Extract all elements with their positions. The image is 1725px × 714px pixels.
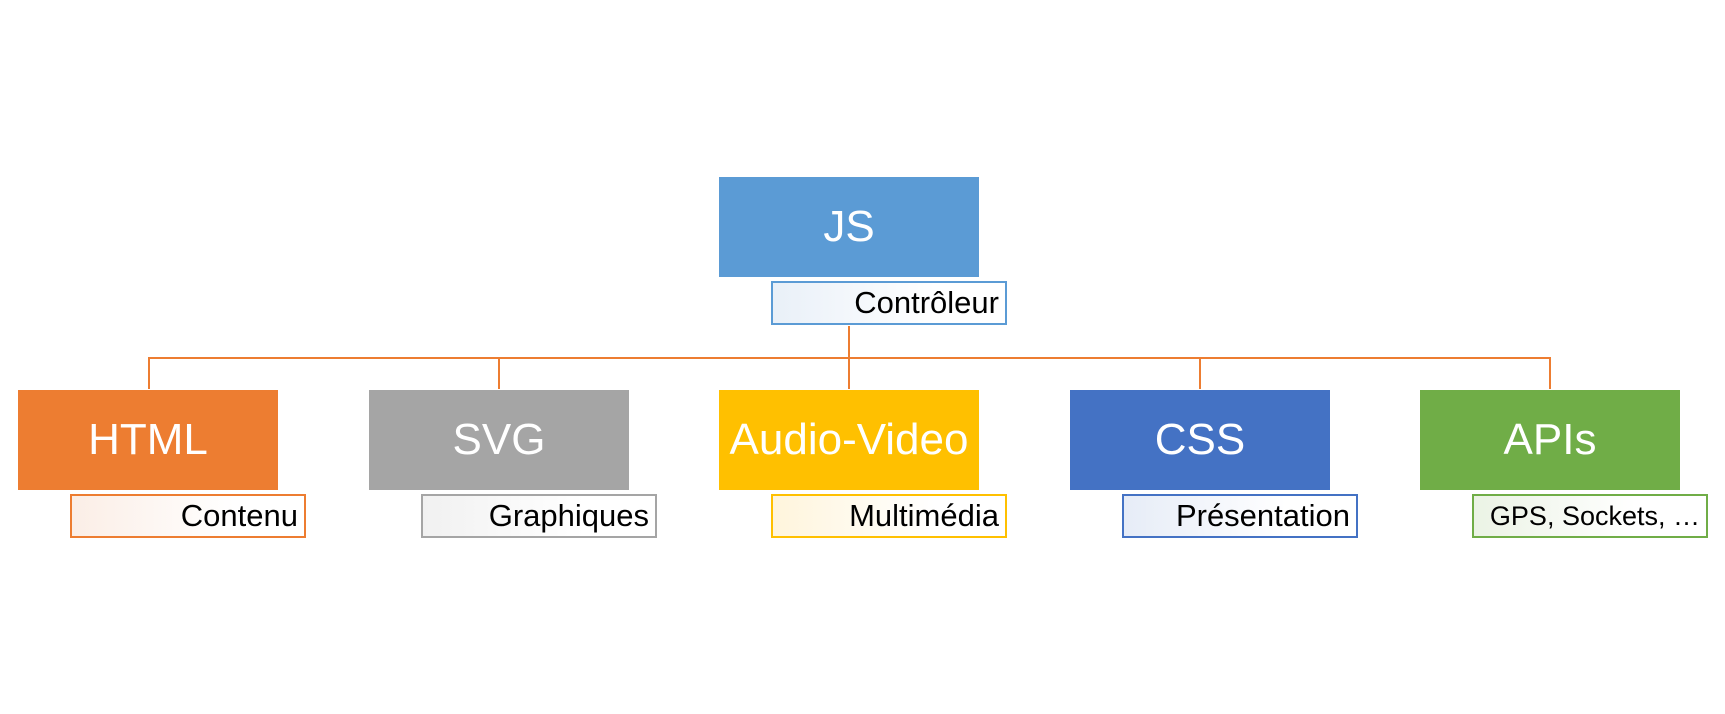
node-apis: APIs GPS, Sockets, … <box>1420 390 1708 538</box>
node-css-title: CSS <box>1070 390 1330 490</box>
connector-child-html <box>148 357 150 389</box>
node-js: JS Contrôleur <box>719 177 1007 325</box>
node-html-subtitle-text: Contenu <box>180 498 298 533</box>
node-svg-subtitle-text: Graphiques <box>488 498 649 533</box>
connector-child-apis <box>1549 357 1551 389</box>
node-apis-subtitle: GPS, Sockets, … <box>1472 494 1708 538</box>
node-js-subtitle-text: Contrôleur <box>854 285 999 320</box>
node-css-subtitle-text: Présentation <box>1175 498 1350 533</box>
node-svg-subtitle: Graphiques <box>421 494 657 538</box>
node-audio-video-subtitle: Multimédia <box>771 494 1007 538</box>
node-svg: SVG Graphiques <box>369 390 657 538</box>
node-audio-video-title: Audio-Video <box>719 390 979 490</box>
connector-child-svg <box>498 357 500 389</box>
connector-root-stem <box>848 326 850 358</box>
node-svg-title: SVG <box>369 390 629 490</box>
node-html-title: HTML <box>18 390 278 490</box>
node-js-title: JS <box>719 177 979 277</box>
node-apis-title: APIs <box>1420 390 1680 490</box>
node-audio-video: Audio-Video Multimédia <box>719 390 1007 538</box>
node-html: HTML Contenu <box>18 390 306 538</box>
node-apis-subtitle-text: GPS, Sockets, … <box>1489 500 1700 531</box>
connector-child-audio-video <box>848 357 850 389</box>
connector-child-css <box>1199 357 1201 389</box>
node-css-subtitle: Présentation <box>1122 494 1358 538</box>
node-js-subtitle: Contrôleur <box>771 281 1007 325</box>
node-html-subtitle: Contenu <box>70 494 306 538</box>
node-css: CSS Présentation <box>1070 390 1358 538</box>
node-audio-video-subtitle-text: Multimédia <box>849 498 999 533</box>
